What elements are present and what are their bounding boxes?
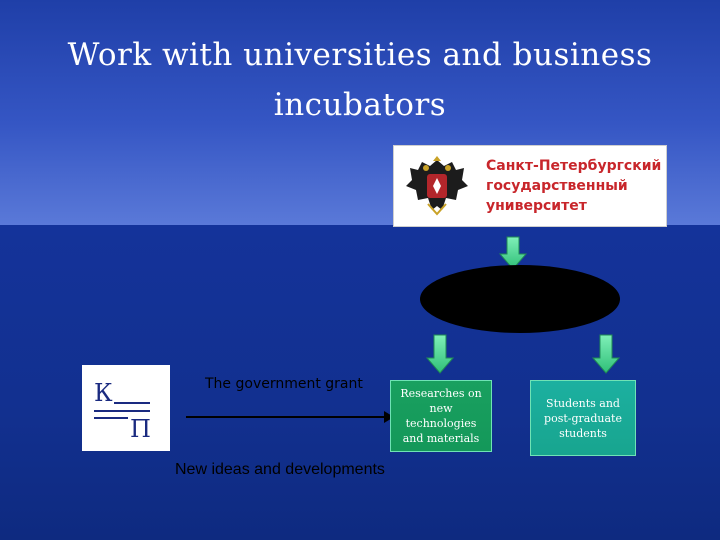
kp-letter-p: П bbox=[130, 415, 151, 443]
grant-arrow-line bbox=[186, 416, 386, 418]
kp-line bbox=[94, 417, 128, 419]
students-box: Students and post-graduate students bbox=[530, 380, 636, 456]
slide-title: Work with universities and business incu… bbox=[67, 37, 653, 123]
kp-logo: К П bbox=[82, 365, 170, 451]
students-box-text: Students and post-graduate students bbox=[544, 396, 622, 440]
down-arrow-icon bbox=[426, 334, 454, 374]
university-logo: Санкт-Петербургский государственный унив… bbox=[393, 145, 667, 227]
down-arrow-icon bbox=[499, 236, 527, 270]
university-name-line1: Санкт-Петербургский bbox=[486, 158, 662, 174]
university-name: Санкт-Петербургский государственный унив… bbox=[486, 156, 662, 216]
arrow-head-icon bbox=[384, 411, 394, 423]
grant-label: The government grant bbox=[205, 376, 363, 392]
down-arrow-icon bbox=[592, 334, 620, 374]
ideas-label: New ideas and developments bbox=[175, 461, 385, 478]
kp-line bbox=[114, 402, 150, 404]
coat-of-arms-icon bbox=[406, 156, 468, 216]
kp-letter-k: К bbox=[94, 379, 113, 407]
research-box: Researches on new technologies and mater… bbox=[390, 380, 492, 452]
research-box-text: Researches on new technologies and mater… bbox=[400, 387, 482, 445]
university-name-line3: университет bbox=[486, 198, 587, 214]
kp-line bbox=[94, 410, 150, 412]
university-name-line2: государственный bbox=[486, 178, 628, 194]
center-ellipse bbox=[420, 265, 620, 333]
